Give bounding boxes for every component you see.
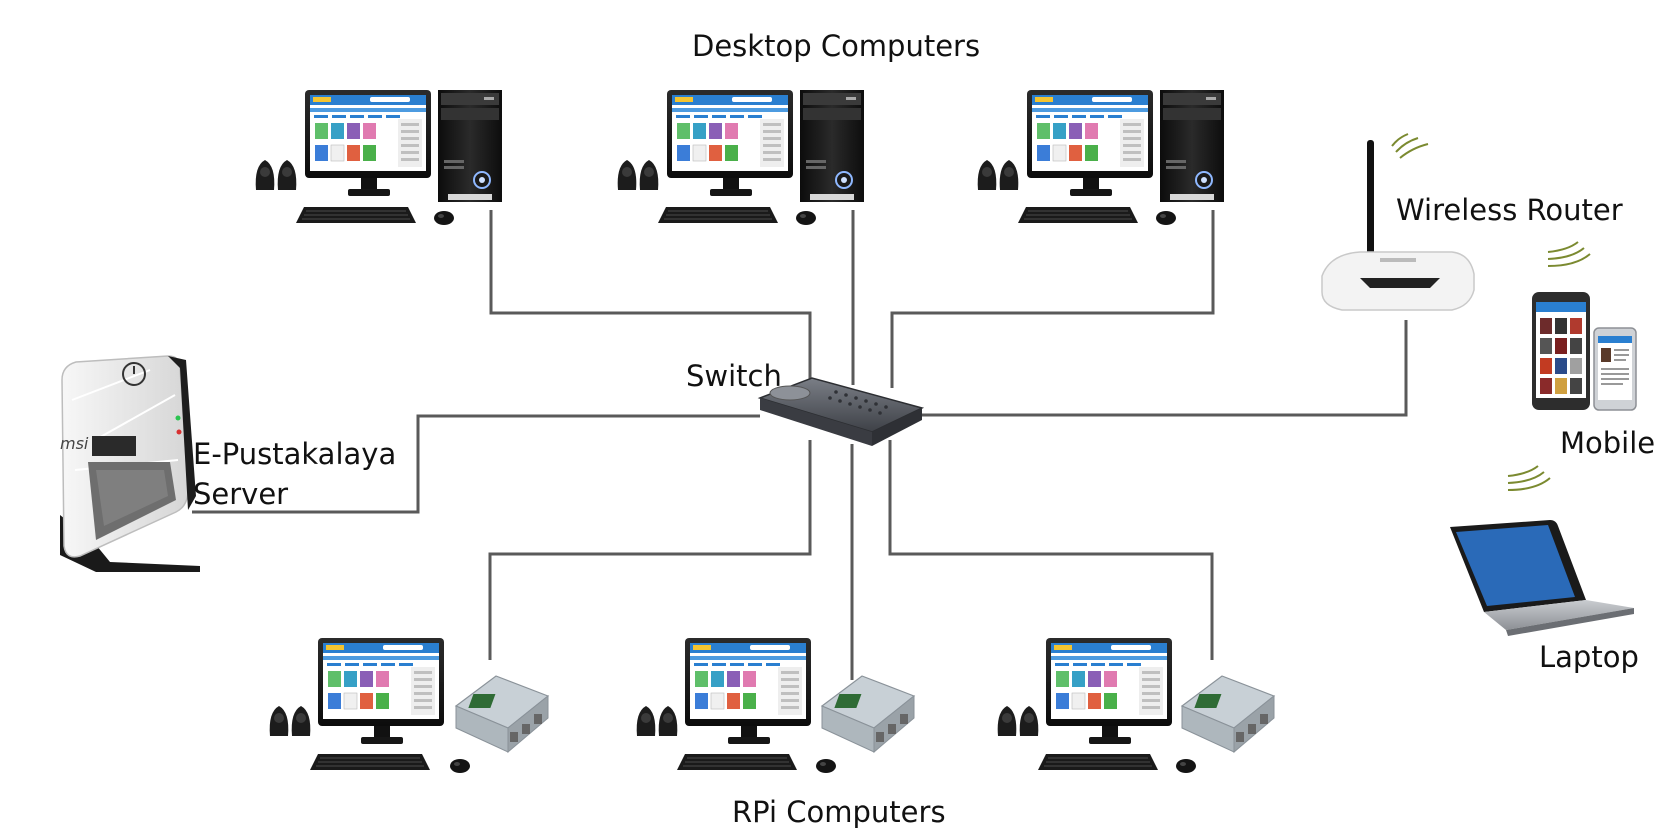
desktop-computer-1 xyxy=(255,89,503,225)
laptop-wifi-waves-icon xyxy=(1507,465,1551,491)
cable-rpi-1 xyxy=(488,440,812,660)
switch-label: Switch xyxy=(686,359,782,393)
mobile-wifi-waves-icon xyxy=(1547,241,1591,267)
rpi-computer-2 xyxy=(636,637,915,773)
cable-rpi-3 xyxy=(888,440,1214,660)
server-label-line2: Server xyxy=(193,477,289,511)
desktop-computer-2 xyxy=(617,89,865,225)
cable-desktop-3 xyxy=(890,210,1215,388)
desktop-computers-label: Desktop Computers xyxy=(692,29,981,63)
mobile-label: Mobile xyxy=(1560,426,1656,460)
laptop-label: Laptop xyxy=(1539,640,1639,674)
wireless-router-label: Wireless Router xyxy=(1396,193,1623,227)
router-wifi-waves-icon xyxy=(1391,133,1429,159)
server-label-line1: E-Pustakalaya xyxy=(193,437,397,471)
laptop-device xyxy=(1450,465,1634,636)
e-pustakalaya-server: msi xyxy=(60,355,200,572)
wireless-router xyxy=(1321,133,1475,311)
server-brand-logo: msi xyxy=(60,434,89,453)
rpi-computer-1 xyxy=(269,637,549,773)
cable-server xyxy=(192,414,760,514)
network-switch xyxy=(757,377,925,446)
cable-desktop-1 xyxy=(489,210,812,388)
rpi-computer-3 xyxy=(997,637,1275,773)
desktop-computer-3 xyxy=(977,89,1225,225)
network-cables xyxy=(192,210,1408,680)
mobile-devices xyxy=(1532,241,1637,411)
rpi-computers-label: RPi Computers xyxy=(732,795,946,829)
cable-router xyxy=(922,320,1408,417)
